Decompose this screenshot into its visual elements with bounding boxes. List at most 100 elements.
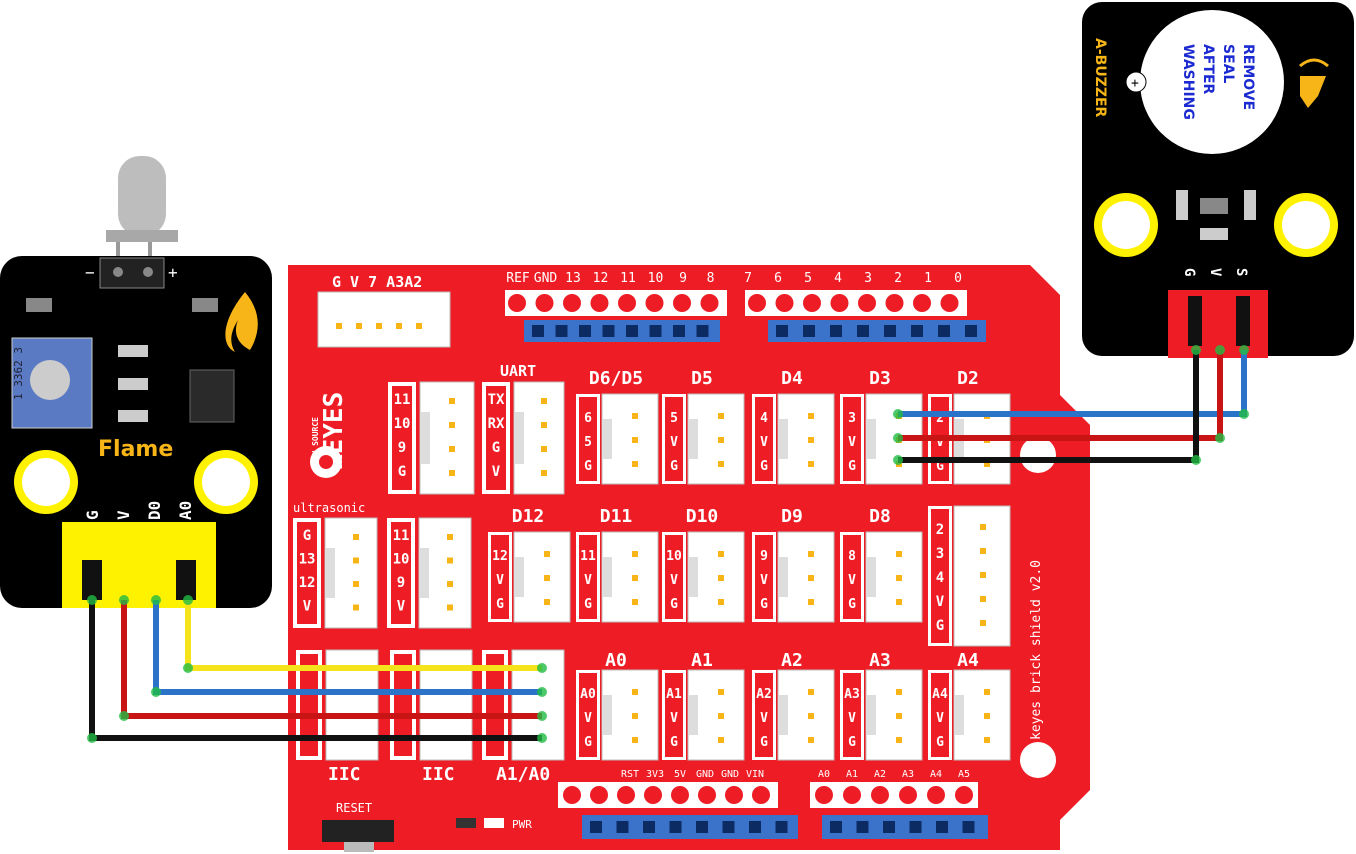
seal-line: REMOVE (1240, 44, 1256, 110)
header-pad (673, 294, 691, 312)
pin-label: G (760, 597, 768, 612)
connector-pin (980, 524, 986, 530)
connector-pin (718, 713, 724, 719)
header-pin-label: A2 (874, 769, 886, 780)
header-pad (871, 786, 889, 804)
flame-pin-label: G (83, 510, 102, 520)
header-socket-pin (532, 325, 544, 337)
header-pin-label: GND (696, 769, 714, 780)
pin-label-strip-inner (579, 535, 597, 619)
connector-pin (632, 689, 638, 695)
top-header-left-socket (524, 320, 720, 342)
header-pad (508, 294, 526, 312)
header-pin-label: 1 (924, 271, 932, 286)
buzzer-pin-label: G (1181, 268, 1197, 276)
pin-label: 11 (393, 528, 410, 544)
pot-text: 1 3362 3 (12, 347, 25, 400)
connector-pin (808, 689, 814, 695)
header-socket-pin (590, 821, 602, 833)
connector-latch (688, 695, 698, 735)
header-pin-label: 0 (954, 271, 962, 286)
connector-pin (449, 446, 455, 452)
header-pin-label: 13 (565, 271, 581, 286)
header-socket-pin (883, 821, 895, 833)
pin-label-strip-inner (392, 386, 412, 490)
connector-pin (356, 323, 362, 329)
pin-label: 5 (670, 411, 678, 426)
pin-label: 6 (584, 411, 592, 426)
connector-pin (718, 599, 724, 605)
pot-knob[interactable] (30, 360, 70, 400)
pin-label-strip-inner (665, 535, 683, 619)
smd-resistor (118, 378, 148, 390)
header-pad (885, 294, 904, 312)
port-label-a4: A4 (957, 650, 979, 671)
wire-end (1239, 345, 1249, 355)
pin-label-strip-inner (579, 397, 597, 481)
pin-label-strip-inner (755, 397, 773, 481)
iic-label-2: IIC (422, 764, 455, 785)
connector-pin (984, 737, 990, 743)
flame-pin-label: V (114, 510, 133, 520)
pin-label: A4 (932, 687, 948, 702)
pin-label: G (936, 459, 944, 474)
pin-label: V (936, 711, 944, 726)
connector-latch (954, 695, 964, 735)
connector-pin (447, 557, 453, 564)
connector-pin (447, 581, 453, 587)
connector-pin (896, 599, 902, 605)
flame-icon (225, 292, 258, 352)
connector-pin (896, 575, 902, 581)
plus-sign: + (1131, 76, 1139, 91)
sound-wave-icon (1299, 58, 1329, 68)
connector-pin (544, 575, 550, 581)
connector-pin (808, 437, 814, 443)
header-pad (803, 294, 821, 312)
pin-label: 9 (398, 440, 406, 456)
connector-pin (336, 323, 342, 329)
connector-pin (718, 575, 724, 581)
connector-latch (325, 548, 335, 598)
pin-label-strip-inner (491, 535, 509, 619)
reset-button[interactable] (322, 820, 394, 842)
wire-end (1191, 345, 1201, 355)
pin-label: A0 (580, 687, 596, 702)
header-socket-pin (776, 325, 788, 337)
header-socket-pin (555, 325, 568, 337)
connector-pin (541, 398, 547, 404)
wire-end (87, 733, 97, 743)
header-pad (748, 294, 766, 312)
connector-pin (541, 470, 547, 476)
wire-end (87, 595, 97, 605)
header-pad (563, 294, 581, 312)
connector-latch (602, 695, 612, 735)
connector-pin (808, 599, 814, 605)
pin-label-strip-inner (486, 386, 506, 490)
pin-label: G (848, 735, 856, 750)
connector-pin (808, 713, 814, 719)
header-socket-pin (830, 325, 842, 337)
header-socket-pin (884, 325, 896, 337)
connector-latch (866, 557, 876, 597)
pin-label: 3 (936, 546, 944, 562)
port-label-a0: A0 (605, 650, 627, 671)
connector-pin (718, 737, 724, 743)
connector-pin (632, 575, 638, 581)
plus-sign: + (168, 263, 178, 282)
pin-label-strip-inner (843, 397, 861, 481)
header-pin-label: A4 (930, 769, 942, 780)
header-pad (644, 786, 662, 804)
connector-latch (778, 419, 788, 459)
led-socket (99, 257, 165, 289)
header-socket-pin (936, 821, 948, 833)
wire-end (151, 595, 161, 605)
reset-label: RESET (336, 801, 372, 815)
smd-resistor (1200, 228, 1228, 240)
